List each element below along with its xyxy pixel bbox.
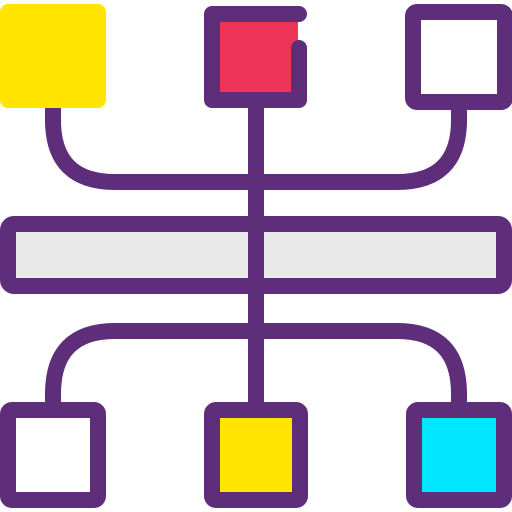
top-right-branch-line — [256, 106, 467, 190]
bottom-right-node — [406, 402, 512, 508]
top-center-node-fill — [214, 12, 298, 96]
bottom-left-node — [0, 402, 106, 508]
bottom-center-node — [204, 402, 308, 508]
top-right-node — [405, 4, 512, 110]
top-left-node — [0, 4, 106, 108]
bottom-right-branch-line — [256, 323, 467, 410]
top-center-node-outline — [204, 6, 307, 108]
top-left-branch-line — [45, 106, 256, 190]
bottom-left-branch-line — [45, 323, 256, 410]
top-center-node — [204, 6, 307, 108]
